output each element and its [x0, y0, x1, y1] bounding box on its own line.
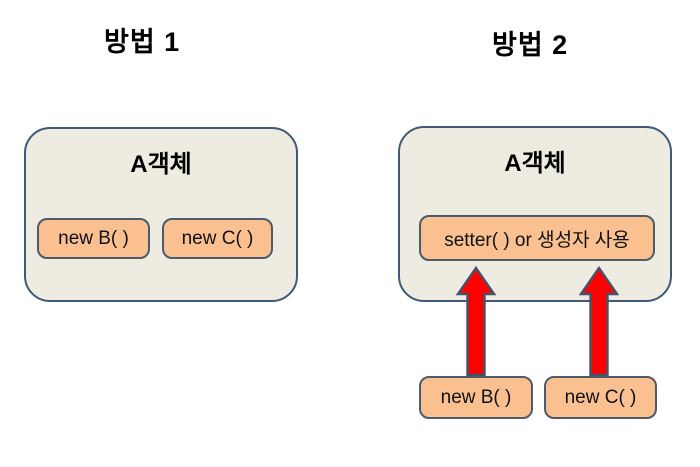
method2-a-object-label: A객체 [504, 150, 566, 177]
method1-a-object-label: A객체 [130, 151, 192, 178]
method2-new-b-box: new B( ) [419, 376, 533, 419]
up-arrow-right-icon [579, 265, 619, 377]
method-2-title: 방법 2 [492, 30, 569, 60]
method1-new-c-box: new C( ) [162, 218, 273, 259]
method2-new-c-box: new C( ) [544, 376, 657, 419]
up-arrow-left-icon [456, 265, 496, 377]
method2-a-object-container: A객체 setter( ) or 생성자 사용 [398, 126, 672, 302]
method1-a-object-container: A객체 new B( ) new C( ) [24, 127, 298, 302]
method1-new-b-box: new B( ) [37, 218, 150, 259]
method2-setter-box: setter( ) or 생성자 사용 [419, 215, 655, 261]
method-1-title: 방법 1 [104, 27, 181, 57]
